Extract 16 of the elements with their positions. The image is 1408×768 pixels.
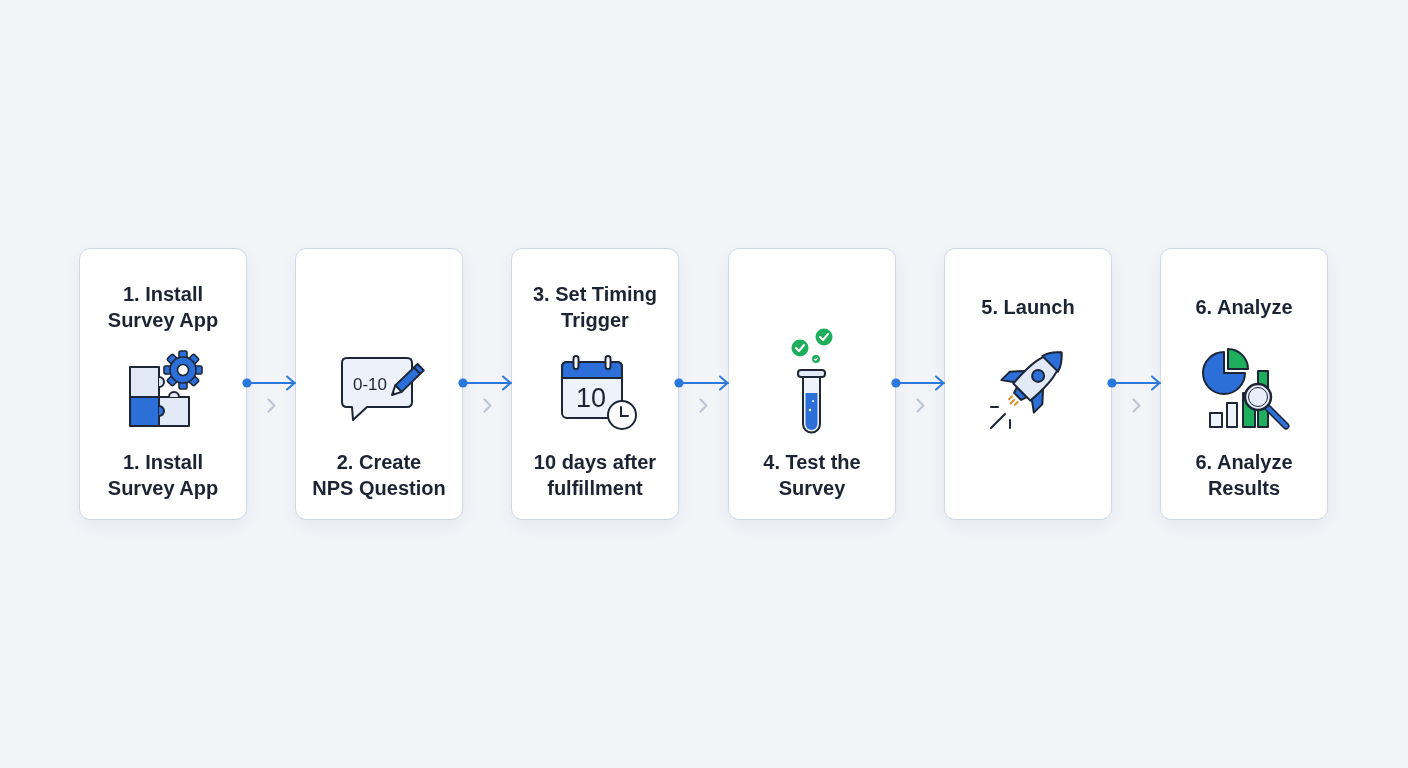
arrow <box>891 375 945 391</box>
arrow <box>458 375 512 391</box>
step-label: 4. Test the Survey <box>763 450 861 501</box>
step-label: 1. Install Survey App <box>107 450 219 501</box>
step-label: 6. Analyze Results <box>1195 450 1293 501</box>
arrow <box>674 375 729 391</box>
step-title: 1. Install Survey App <box>107 282 219 333</box>
scale-text: 0-10 <box>353 375 387 393</box>
arrow <box>1107 375 1161 391</box>
step-title: 6. Analyze <box>1195 295 1293 320</box>
step-label: 2. Create NPS Question <box>312 450 446 501</box>
date-number: 10 <box>576 384 606 412</box>
step-title: 5. Launch <box>981 295 1075 320</box>
step-title: 3. Set Timing Trigger <box>532 282 658 333</box>
step-label: 10 days after fulfillment <box>533 450 657 501</box>
arrow <box>242 375 296 391</box>
